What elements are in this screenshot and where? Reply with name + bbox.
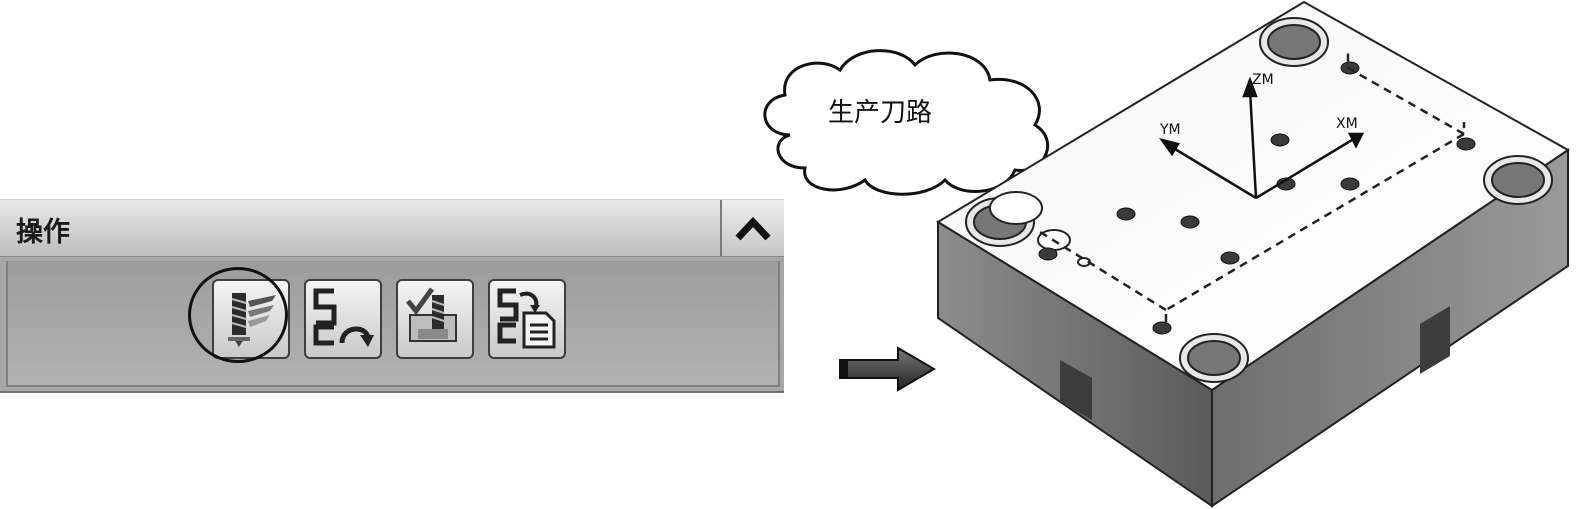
panel-title: 操作	[16, 217, 70, 248]
right-arrow-icon	[839, 346, 936, 392]
axis-label-y: YM	[1159, 122, 1181, 138]
replay-toolpath-button[interactable]	[304, 279, 382, 359]
collapse-button[interactable]	[720, 200, 784, 256]
callout-text: 生产刀路	[828, 98, 933, 128]
operations-panel: 操作	[0, 199, 784, 393]
panel-toolbar	[6, 261, 780, 387]
toolpath-list-icon	[497, 288, 556, 349]
replay-toolpath-icon	[313, 288, 374, 347]
cloud-callout	[763, 49, 1049, 196]
axis-label-x: XM	[1336, 116, 1358, 132]
verify-toolpath-button[interactable]	[396, 279, 474, 359]
highlight-circle	[188, 267, 288, 363]
list-toolpath-button[interactable]	[488, 279, 566, 359]
axis-label-z: ZM	[1252, 72, 1274, 88]
verify-toolpath-icon	[406, 287, 457, 342]
panel-header: 操作	[0, 199, 784, 257]
part-3d-view: ZM YM XM	[936, 0, 1570, 508]
chevron-up-icon	[735, 216, 771, 241]
